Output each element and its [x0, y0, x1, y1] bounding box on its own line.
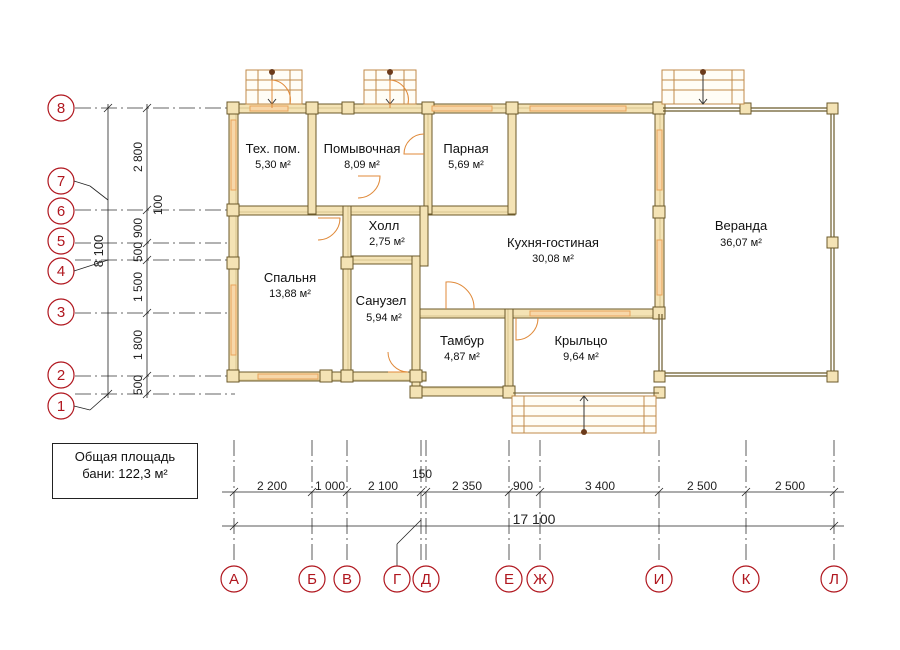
windows: [230, 105, 663, 380]
dim-4-3: 1 500: [131, 272, 145, 302]
room-name-steam-room: Парная: [443, 141, 488, 156]
room-area-porch: 9,64 м²: [563, 351, 599, 363]
room-name-washroom: Помывочная: [324, 141, 401, 156]
dim-g-d: 150: [412, 467, 432, 481]
room-name-bedroom: Спальня: [264, 270, 316, 285]
total-area-line1: Общая площадь: [74, 449, 176, 464]
axis-label-col-i: И: [654, 571, 665, 588]
axis-label-col-k: К: [742, 571, 751, 588]
log-ends: [226, 101, 666, 399]
axis-grid: [75, 107, 835, 560]
row-axis-circles: [47, 94, 109, 420]
axis-label-row-8: 8: [57, 100, 65, 117]
axis-label-col-v: В: [342, 571, 352, 588]
dim-zh-i: 3 400: [585, 479, 615, 493]
axis-label-col-d: Д: [421, 571, 431, 588]
room-area-bathroom: 5,94 м²: [366, 312, 402, 324]
dim-i-k: 2 500: [687, 479, 717, 493]
total-area-box: Общая площадь бани: 122,3 м²: [52, 443, 198, 499]
room-name-tech: Тех. пом.: [246, 141, 301, 156]
axis-label-col-a: А: [229, 571, 239, 588]
axis-label-col-l: Л: [829, 571, 839, 588]
stair-dots: [269, 69, 706, 435]
axis-label-row-6: 6: [57, 203, 65, 220]
dim-3-2: 1 800: [131, 330, 145, 360]
axis-label-row-2: 2: [57, 367, 65, 384]
horizontal-dim-lines: [222, 487, 844, 545]
axis-label-col-b: Б: [307, 571, 317, 588]
room-name-bathroom: Санузел: [356, 293, 407, 308]
dim-overall-width: 17 100: [513, 511, 556, 527]
dim-7-6: 100: [151, 195, 165, 215]
dim-5-4: 500: [131, 242, 145, 262]
room-name-veranda: Веранда: [715, 218, 768, 233]
vertical-dim-lines: [89, 103, 152, 411]
dim-8-7: 2 800: [131, 142, 145, 172]
dim-b-v: 1 000: [315, 479, 345, 493]
room-name-porch: Крыльцо: [554, 333, 607, 348]
dim-a-b: 2 200: [257, 479, 287, 493]
axis-label-col-g: Г: [393, 571, 401, 588]
axis-label-col-zh: Ж: [533, 571, 547, 588]
room-area-steam-room: 5,69 м²: [448, 159, 484, 171]
room-area-tech: 5,30 м²: [255, 159, 291, 171]
axis-label-col-e: Е: [504, 571, 514, 588]
room-area-kitchen-living: 30,08 м²: [532, 253, 574, 265]
axis-label-row-5: 5: [57, 233, 65, 250]
dim-v-g: 2 100: [368, 479, 398, 493]
veranda-posts: [653, 102, 839, 399]
room-area-washroom: 8,09 м²: [344, 159, 380, 171]
room-area-hall: 2,75 м²: [369, 236, 405, 248]
room-name-vestibule: Тамбур: [440, 333, 484, 348]
axis-label-row-7: 7: [57, 173, 65, 190]
axis-label-row-1: 1: [57, 398, 65, 415]
room-area-vestibule: 4,87 м²: [444, 351, 480, 363]
dim-k-l: 2 500: [775, 479, 805, 493]
room-name-hall: Холл: [369, 218, 400, 233]
dim-6-5: 900: [131, 218, 145, 238]
column-axis-circles: [220, 544, 848, 593]
dim-e-zh: 900: [513, 479, 533, 493]
axis-label-row-4: 4: [57, 263, 65, 280]
room-area-bedroom: 13,88 м²: [269, 288, 311, 300]
doors: [271, 79, 539, 373]
room-name-kitchen-living: Кухня-гостиная: [507, 235, 599, 250]
dim-overall-height: 8 100: [91, 235, 106, 268]
total-area-line2: бани: 122,3 м²: [82, 466, 168, 481]
dim-2-1: 500: [131, 375, 145, 395]
dim-d-e: 2 350: [452, 479, 482, 493]
room-area-veranda: 36,07 м²: [720, 237, 762, 249]
axis-label-row-3: 3: [57, 304, 65, 321]
